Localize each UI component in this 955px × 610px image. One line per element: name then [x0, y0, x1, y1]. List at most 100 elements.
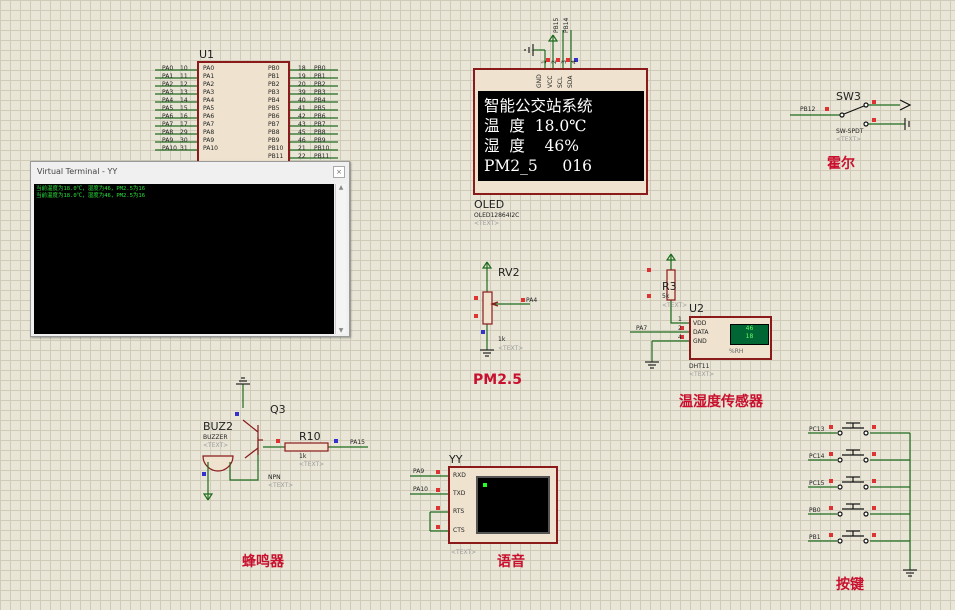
mcu-right-pin-net: PB9: [314, 137, 326, 144]
dht-part: DHT11: [689, 363, 710, 370]
mcu-left-pin-num: 12: [180, 81, 188, 88]
mcu-right-pin-net: PB8: [314, 129, 326, 136]
mcu-left-pin-num: 31: [180, 145, 188, 152]
pot-caption: PM2.5: [473, 372, 522, 388]
mcu-right-pin-num: 42: [298, 113, 306, 120]
mcu-right-pin-name: PB9: [268, 137, 280, 144]
mcu-right-pin-num: 18: [298, 65, 306, 72]
oled-pin-vcc: VCC: [547, 75, 554, 88]
voice-ref: YY: [449, 453, 463, 466]
pin-state-markers: [202, 58, 876, 537]
mcu-right-pin-net: PB11: [314, 153, 330, 160]
mcu-left-pin-net: PA8: [162, 129, 174, 136]
terminal-scrollbar[interactable]: ▲ ▼: [335, 184, 346, 334]
virtual-terminal-window[interactable]: Virtual Terminal - YY × 当前温度为18.0℃，湿度为46…: [30, 161, 350, 337]
dht-net: PA7: [636, 325, 648, 332]
mcu-right-pin-num: 39: [298, 89, 306, 96]
mcu-right-pin-num: 41: [298, 105, 306, 112]
oled-line: 智能公交站系统: [484, 97, 593, 115]
voice-pin-cts: CTS: [453, 527, 465, 534]
mcu-right-pin-name: PB5: [268, 105, 280, 112]
key-net: PB0: [809, 507, 821, 514]
r3-body: [666, 269, 676, 301]
transistor-text-tag: <TEXT>: [268, 482, 294, 489]
voice-caption: 语音: [497, 554, 525, 570]
dht-caption: 温湿度传感器: [679, 394, 763, 410]
mcu-right-pin-name: PB10: [268, 145, 284, 152]
voice-cursor: [483, 483, 487, 487]
pot-net: PA4: [526, 297, 538, 304]
wires: [155, 30, 911, 570]
key-net: PB1: [809, 534, 821, 541]
mcu-left-pin-name: PA1: [203, 73, 215, 80]
oled-pin-num: 2: [551, 60, 558, 64]
key-net: PC13: [809, 426, 825, 433]
mcu-right-pin-name: PB1: [268, 73, 280, 80]
r3-ref: R3: [662, 280, 677, 293]
mcu-right-pin-num: 40: [298, 97, 306, 104]
transistor-type: NPN: [268, 474, 281, 481]
terminal-screen[interactable]: 当前温度为18.0℃，湿度为46，PM2.5为16 当前温度为18.0℃，湿度为…: [34, 184, 334, 334]
mcu-right-pin-name: PB6: [268, 113, 280, 120]
mcu-right-pin-net: PB5: [314, 105, 326, 112]
voice-screen: [476, 476, 550, 534]
key-net: PC15: [809, 480, 825, 487]
scroll-up-icon[interactable]: ▲: [338, 184, 344, 191]
mcu-left-pin-net: PA0: [162, 65, 174, 72]
buzzer-part: BUZZER: [203, 434, 228, 441]
pot-ref: RV2: [498, 266, 520, 279]
mcu-right-pin-net: PB3: [314, 89, 326, 96]
oled-ref: OLED: [474, 198, 505, 211]
oled-text-tag: <TEXT>: [474, 220, 500, 227]
oled-line: 温 度 18.0℃: [484, 117, 587, 135]
hall-net: PB12: [800, 106, 816, 113]
mcu-right-pin-num: 45: [298, 129, 306, 136]
dht-ref: U2: [689, 302, 705, 315]
keys-caption: 按键: [836, 577, 864, 593]
terminal-close-button[interactable]: ×: [333, 166, 345, 178]
dht-controls-label[interactable]: %RH: [729, 348, 744, 355]
scroll-down-icon[interactable]: ▼: [338, 327, 344, 334]
oled-net-sda: PB14: [563, 17, 570, 33]
mcu-left-pin-name: PA2: [203, 81, 215, 88]
r3-text-tag: <TEXT>: [662, 302, 688, 309]
dht-pin-num: 1: [678, 316, 682, 323]
mcu-chip[interactable]: [197, 61, 290, 161]
mcu-left-pin-num: 14: [180, 97, 188, 104]
mcu-left-pin-net: PA9: [162, 137, 174, 144]
oled-part: OLED12864I2C: [474, 212, 520, 219]
oled-pin-sda: SDA: [567, 75, 574, 88]
mcu-left-pin-num: 13: [180, 89, 188, 96]
oled-pin-gnd: GND: [536, 74, 543, 88]
pot-text-tag: <TEXT>: [498, 345, 524, 352]
mcu-left-pin-net: PA7: [162, 121, 174, 128]
voice-net-txd: PA10: [413, 486, 428, 493]
voice-pin-txd: TXD: [453, 490, 466, 497]
dht-pin-vdd: VDD: [693, 320, 707, 327]
oled-pin-num: 1: [541, 60, 548, 64]
oled-net-scl: PB15: [553, 17, 560, 33]
mcu-right-pin-net: PB0: [314, 65, 326, 72]
terminal-title: Virtual Terminal - YY: [37, 167, 118, 176]
mcu-right-pin-name: PB0: [268, 65, 280, 72]
mcu-left-pin-net: PA10: [162, 145, 177, 152]
hall-text-tag: <TEXT>: [836, 136, 862, 143]
mcu-right-pin-name: PB4: [268, 97, 280, 104]
r3-value: 5k: [662, 293, 670, 300]
oled-screen: 智能公交站系统 温 度 18.0℃ 湿 度 46% PM2_5 016: [478, 91, 644, 181]
mcu-left-pin-net: PA1: [162, 73, 174, 80]
mcu-right-pin-net: PB1: [314, 73, 326, 80]
voice-pin-rxd: RXD: [453, 472, 466, 479]
oled-pin-num: 3: [561, 60, 568, 64]
mcu-right-pin-net: PB2: [314, 81, 326, 88]
mcu-right-pin-name: PB3: [268, 89, 280, 96]
voice-pin-rts: RTS: [453, 508, 465, 515]
mcu-left-pin-net: PA2: [162, 81, 174, 88]
mcu-left-pin-num: 29: [180, 129, 188, 136]
mcu-right-pin-name: PB8: [268, 129, 280, 136]
pot-value: 1k: [498, 336, 506, 343]
ground-symbols: [236, 44, 917, 577]
mcu-right-pin-net: PB10: [314, 145, 330, 152]
mcu-left-pin-name: PA10: [203, 145, 218, 152]
